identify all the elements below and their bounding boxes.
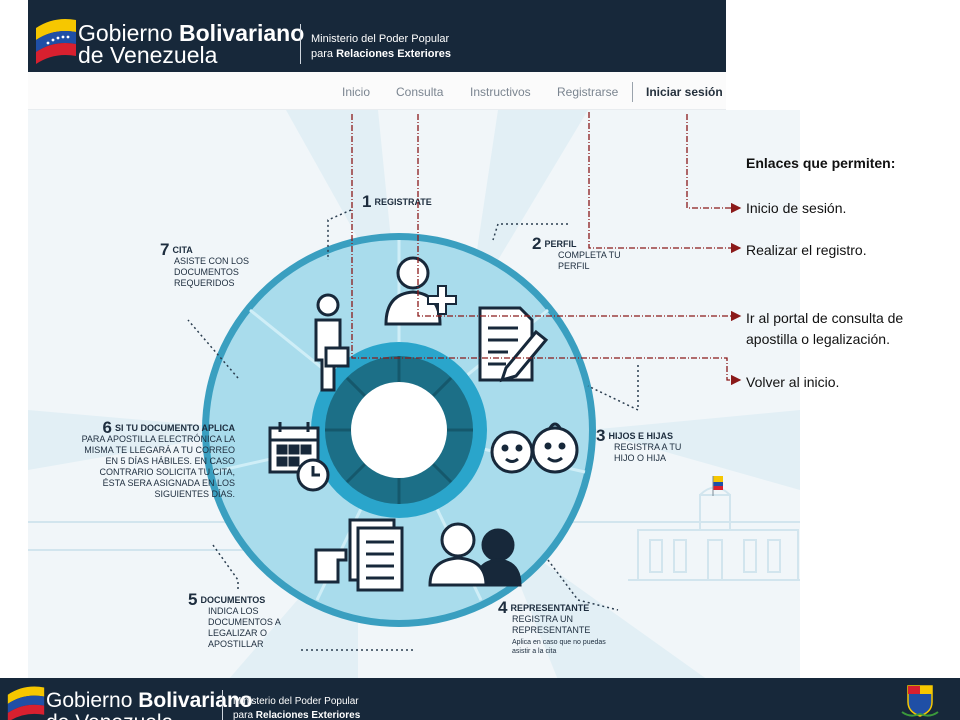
footer-ministry-prefix: para [233,710,256,720]
ministry-bold: Relaciones Exteriores [336,48,452,60]
nav-registrarse[interactable]: Registrarse [557,85,619,99]
step-6-number: 6 [102,418,112,437]
step-6-text: PARA APOSTILLA ELECTRÓNICA LA MISMA TE L… [81,434,235,499]
step-3-title: HIJOS E HIJAS [608,431,673,441]
step-3-number: 3 [596,426,606,445]
nav-instructivos[interactable]: Instructivos [470,85,531,99]
brand-bold: Bolivariano [179,20,305,46]
top-header: Gobierno Bolivariano de Venezuela Minist… [28,0,726,72]
footer-ministry: Ministerio del Poder Popular para Relaci… [233,695,360,720]
brand-separator [300,24,301,64]
step-1-title: REGISTRATE [374,197,432,207]
footer-ministry-line1: Ministerio del Poder Popular [233,696,359,707]
step-4-number: 4 [498,598,508,617]
legend-item-volver-inicio: Volver al inicio. [746,374,840,390]
ministry-prefix: para [311,48,337,60]
footer-brand-line2: de Venezuela [46,712,253,720]
main-nav: Inicio Consulta Instructivos Registrarse… [28,72,726,110]
step-2-text: COMPLETA TU PERFIL [558,250,621,271]
step-7-number: 7 [160,240,170,259]
footer-brand-bold: Bolivariano [138,689,253,712]
legend-item-consulta: Ir al portal de consulta de apostilla o … [746,310,904,347]
step-4-text: REGISTRA UN REPRESENTANTE [512,614,591,635]
documents-icon [314,518,404,592]
step-5-title: DOCUMENTOS [200,595,266,605]
ministry-name: Ministerio del Poder Popular para Relaci… [311,32,451,62]
footer-ministry-bold: Relaciones Exteriores [255,710,361,720]
step-2-title: PERFIL [544,239,577,249]
venezuela-flag-icon [34,10,78,66]
step-3-text: REGISTRA A TU HIJO O HIJA [614,442,682,463]
footer-brand-separator [222,690,223,720]
legend-item-inicio-sesion: Inicio de sesión. [746,200,847,216]
step-7-text: ASISTE CON LOS DOCUMENTOS REQUERIDOS [174,256,250,288]
brand-line2: de Venezuela [78,42,218,68]
children-icon [490,422,579,474]
footer: Gobierno Bolivariano de Venezuela Minist… [0,678,960,720]
ministry-line1: Ministerio del Poder Popular [311,33,450,45]
representative-icon [428,522,522,587]
calendar-clock-icon [268,422,330,492]
legend-item-registro: Realizar el registro. [746,242,867,258]
nav-inicio[interactable]: Inicio [342,85,371,99]
step-6-title: SI TU DOCUMENTO APLICA [114,423,235,433]
person-briefcase-icon [314,293,350,392]
nav-separator [632,82,633,102]
nav-consulta[interactable]: Consulta [396,85,444,99]
step-5-number: 5 [188,590,198,609]
footer-brand: Gobierno Bolivariano de Venezuela [46,690,253,720]
step-4-note: Aplica en caso que no puedas asistir a l… [512,639,606,655]
brand-light: Gobierno [78,20,180,46]
step-2-number: 2 [532,234,542,253]
legend-title: Enlaces que permiten: [746,155,896,171]
footer-flag-icon [6,682,46,720]
coat-of-arms-icon [900,682,940,718]
nav-iniciar-sesion[interactable]: Iniciar sesión [646,85,723,99]
government-brand: Gobierno Bolivariano de Venezuela [78,20,305,68]
step-5-text: INDICA LOS DOCUMENTOS A LEGALIZAR O APOS… [208,606,281,649]
step-4-title: REPRESENTANTE [510,603,590,613]
footer-brand-light: Gobierno [46,689,139,712]
step-1-number: 1 [362,192,372,211]
step-7-title: CITA [172,245,193,255]
